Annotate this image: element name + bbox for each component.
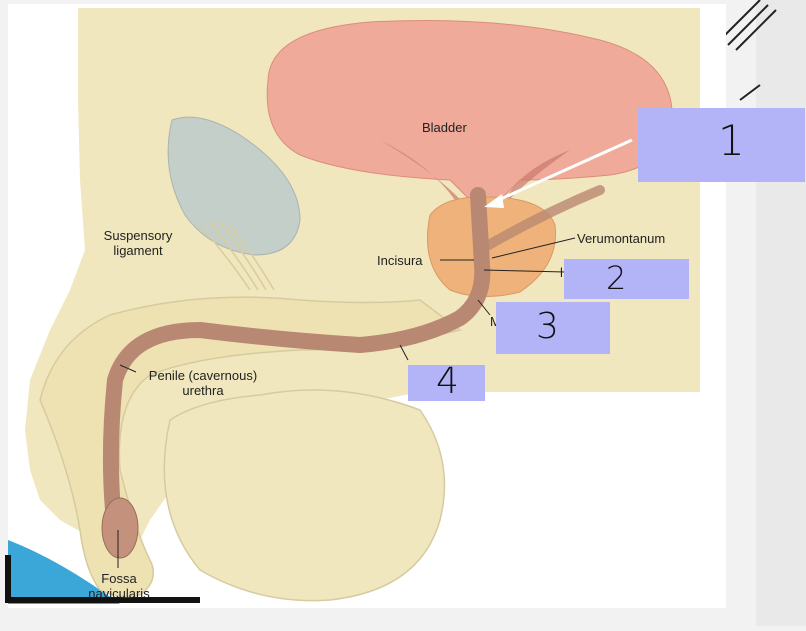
pointer-arrowhead	[484, 194, 504, 208]
slide-right-panel	[756, 0, 806, 626]
fossa-navicularis-region	[101, 497, 139, 559]
bulbar-leader	[399, 344, 409, 361]
answer-box-2-text: 2	[606, 259, 627, 297]
prostatic-urethra-leader	[483, 269, 566, 273]
label-fossa-navicularis: Fossa navicularis	[88, 571, 150, 601]
answer-box-2[interactable]: 2	[564, 259, 689, 299]
urethra	[102, 187, 491, 548]
penile-leader	[119, 364, 137, 373]
answer-box-4[interactable]: 4	[408, 361, 485, 402]
label-partial-membranous: M	[490, 314, 501, 329]
label-bladder: Bladder	[422, 120, 467, 135]
slide-decoration-lines	[719, 0, 777, 51]
answer-box-3-text: 3	[536, 306, 559, 347]
answer-box-3[interactable]: 3	[496, 302, 610, 354]
bladder-neck	[380, 140, 570, 210]
slide-accent-line	[5, 555, 200, 603]
suspensory-ligament	[199, 221, 275, 291]
ejaculatory-duct	[475, 185, 605, 255]
label-incisura: Incisura	[377, 253, 423, 268]
pubic-bone	[167, 116, 301, 256]
answer-box-1[interactable]: 1	[638, 108, 805, 182]
label-suspensory-ligament: Suspensory ligament	[103, 228, 173, 258]
slide-accent	[8, 540, 120, 604]
verumontanum-leader	[491, 237, 576, 259]
scrotum	[163, 389, 446, 602]
pointer-arrow	[493, 138, 633, 204]
penis-shaft	[39, 296, 462, 598]
membranous-leader	[477, 299, 491, 316]
answer-box-1-text: 1	[718, 116, 745, 165]
slide-decoration-mark	[739, 84, 761, 101]
answer-box-4-text: 4	[436, 361, 459, 402]
label-verumontanum: Verumontanum	[577, 231, 666, 246]
label-partial-prostatic: l	[560, 265, 563, 280]
label-penile-urethra: Penile (cavernous) urethra	[148, 368, 258, 398]
